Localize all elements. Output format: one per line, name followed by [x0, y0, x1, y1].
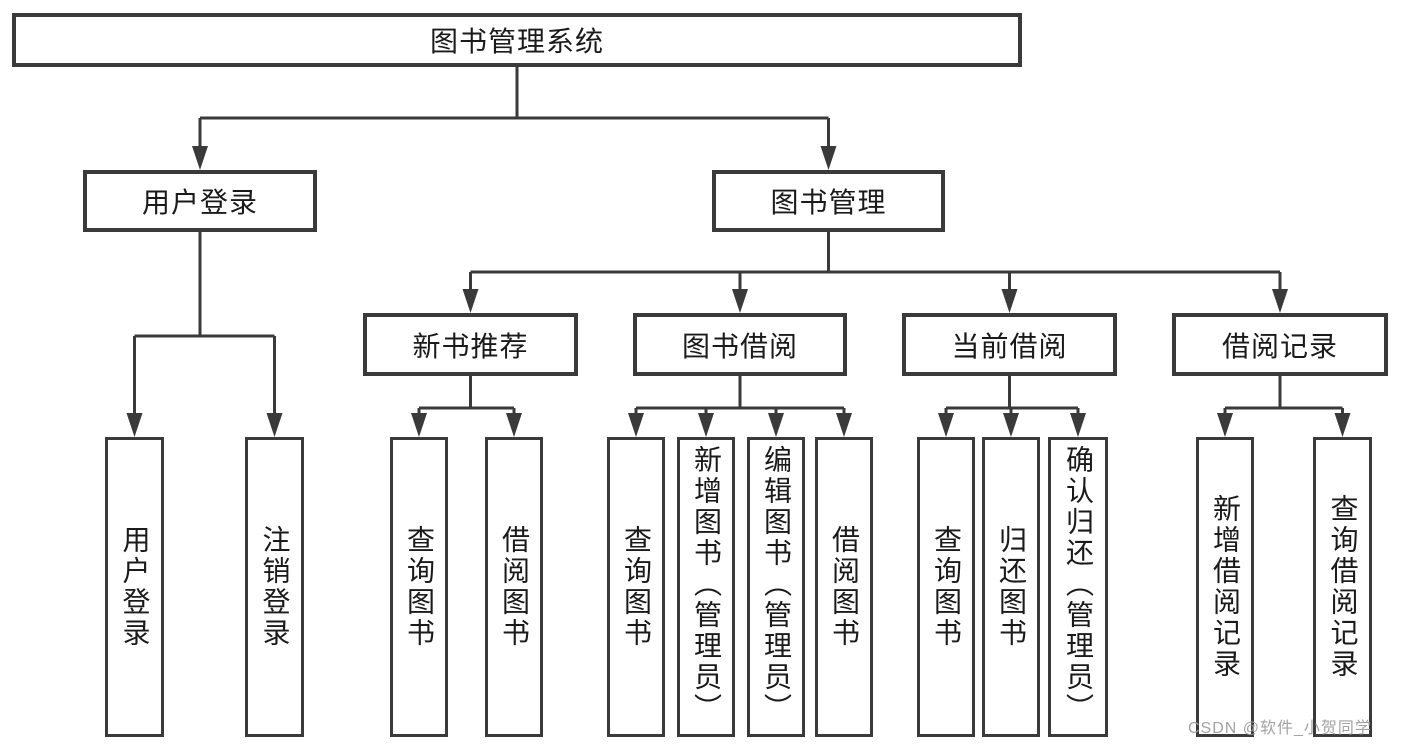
node-book-management: 图书管理: [712, 170, 945, 232]
leaf-logout: 注销登录: [245, 437, 304, 737]
leaf-edit-book-admin-label: 编辑图书（管理员）: [761, 445, 792, 724]
leaf-query-books-borrowing: 查询图书: [607, 437, 665, 737]
leaf-borrow-books-recommend-label: 借阅图书: [499, 525, 530, 649]
leaf-return-book-label: 归还图书: [996, 525, 1027, 649]
node-new-book-recommendation: 新书推荐: [363, 313, 578, 376]
leaf-borrow-books-recommend: 借阅图书: [485, 437, 543, 737]
leaf-query-borrow-record: 查询借阅记录: [1313, 437, 1372, 737]
node-current-borrowing-label: 当前借阅: [951, 330, 1068, 362]
node-book-borrowing: 图书借阅: [633, 313, 847, 376]
leaf-query-books-current-label: 查询图书: [931, 525, 962, 649]
leaf-add-book-admin: 新增图书（管理员）: [677, 437, 735, 737]
leaf-query-books-recommend: 查询图书: [390, 437, 448, 737]
leaf-confirm-return-admin-label: 确认归还（管理员）: [1063, 445, 1094, 724]
leaf-query-borrow-record-label: 查询借阅记录: [1327, 494, 1359, 680]
leaf-return-book: 归还图书: [982, 437, 1040, 737]
leaf-query-books-borrowing-label: 查询图书: [621, 525, 652, 649]
node-borrowing-records: 借阅记录: [1172, 313, 1388, 376]
leaf-user-login: 用户登录: [105, 437, 164, 737]
node-borrowing-records-label: 借阅记录: [1221, 330, 1338, 362]
leaf-edit-book-admin: 编辑图书（管理员）: [747, 437, 805, 737]
leaf-confirm-return-admin: 确认归还（管理员）: [1048, 437, 1108, 737]
leaf-add-borrow-record-label: 新增借阅记录: [1210, 494, 1241, 680]
node-user-login: 用户登录: [83, 170, 317, 232]
node-current-borrowing: 当前借阅: [902, 313, 1117, 376]
node-library-management-system: 图书管理系统: [12, 13, 1022, 67]
leaf-add-borrow-record: 新增借阅记录: [1196, 437, 1254, 737]
node-user-login-label: 用户登录: [141, 187, 258, 218]
node-library-management-system-label: 图书管理系统: [429, 26, 604, 57]
node-book-management-label: 图书管理: [770, 187, 887, 218]
leaf-borrow-books-borrowing-label: 借阅图书: [829, 525, 860, 649]
watermark: CSDN @软件_小贺同学: [1188, 720, 1372, 737]
node-new-book-recommendation-label: 新书推荐: [412, 330, 529, 362]
leaf-query-books-recommend-label: 查询图书: [404, 525, 435, 649]
leaf-logout-label: 注销登录: [259, 525, 291, 649]
leaf-user-login-label: 用户登录: [119, 525, 151, 649]
leaf-borrow-books-borrowing: 借阅图书: [815, 437, 873, 737]
node-book-borrowing-label: 图书借阅: [681, 330, 798, 362]
leaf-add-book-admin-label: 新增图书（管理员）: [691, 445, 722, 724]
leaf-query-books-current: 查询图书: [917, 437, 975, 737]
